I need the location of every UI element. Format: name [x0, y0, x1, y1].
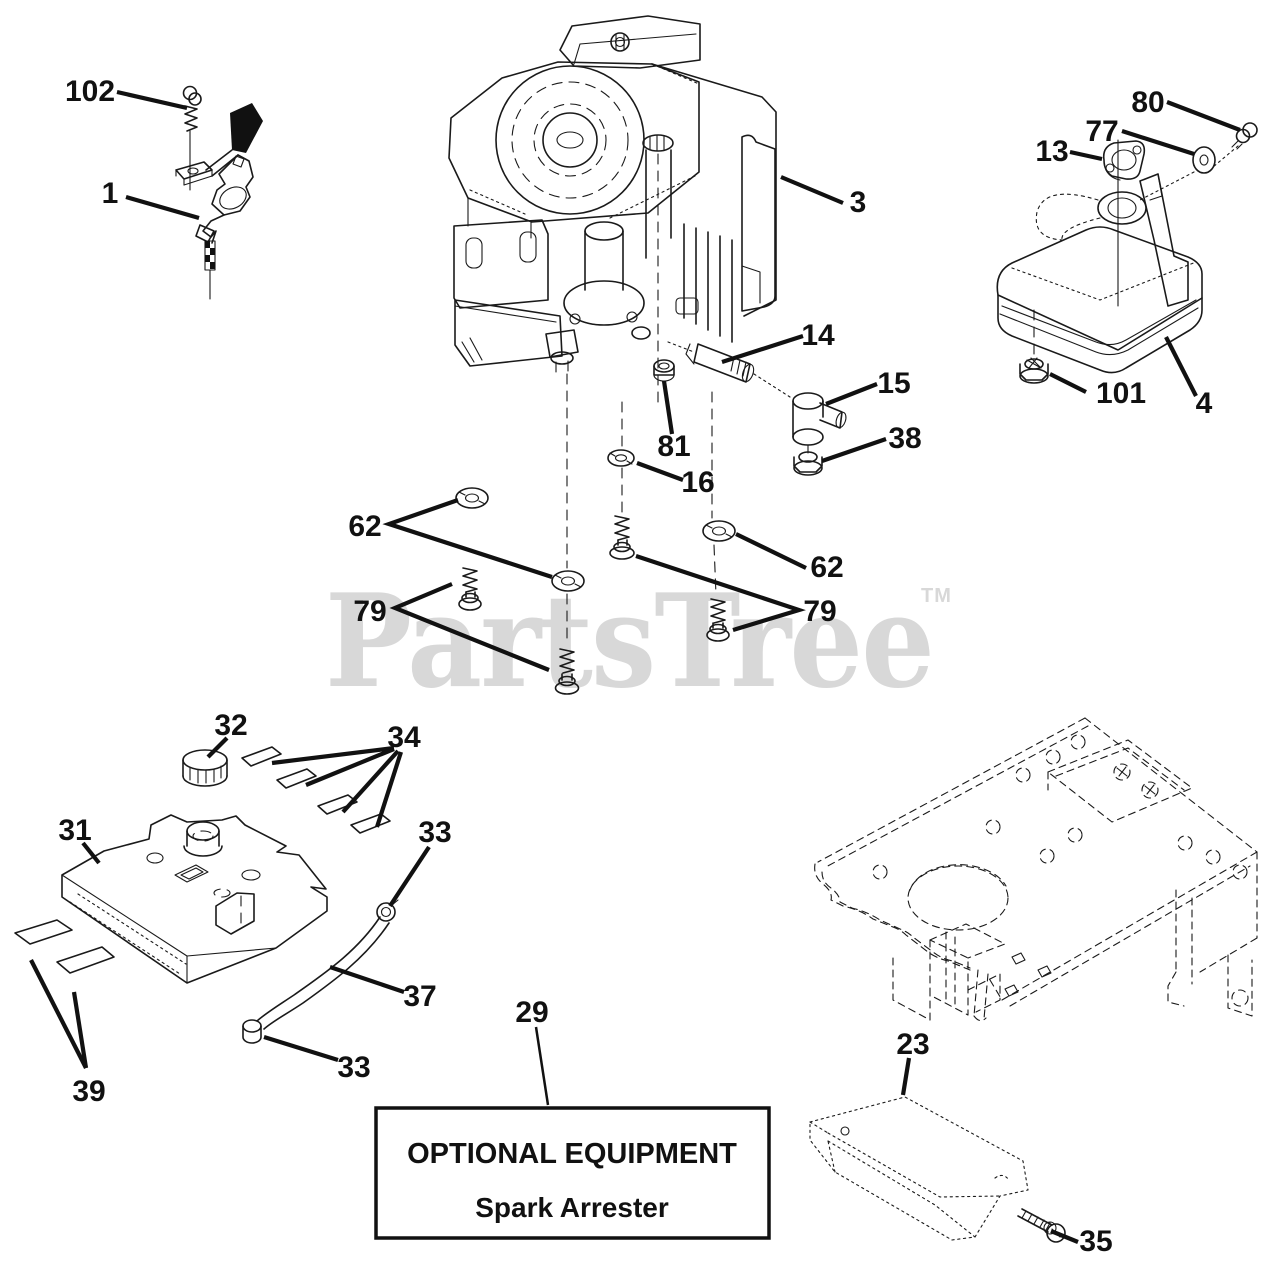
- fuel-tank-assembly: [14, 746, 399, 1044]
- part-label-16-12: 16: [681, 466, 714, 499]
- part-label-39-23: 39: [72, 1075, 105, 1108]
- part-label-3-2: 3: [850, 186, 867, 219]
- part-label-37-21: 37: [403, 980, 436, 1013]
- part-label-15-9: 15: [877, 367, 910, 400]
- part-label-31-19: 31: [58, 814, 91, 847]
- part-label-62-14: 62: [810, 551, 843, 584]
- washer-62-c: [702, 520, 736, 542]
- part-label-23-25: 23: [896, 1028, 929, 1061]
- bolt-79-mid: [609, 515, 635, 560]
- part-label-77-4: 77: [1085, 115, 1118, 148]
- optional-equipment-title: OPTIONAL EQUIPMENT: [407, 1138, 737, 1170]
- bolt-79-right: [706, 598, 730, 642]
- part-label-33-22: 33: [337, 1051, 370, 1084]
- part-label-34-18: 34: [387, 721, 421, 754]
- chassis-screw-holes: [872, 734, 1248, 880]
- part-label-4-7: 4: [1196, 387, 1213, 420]
- bolt-79-long: [554, 648, 580, 695]
- part-label-1-1: 1: [102, 177, 119, 210]
- part-label-33-20: 33: [418, 816, 451, 849]
- part-label-80-3: 80: [1131, 86, 1164, 119]
- optional-equipment-subtitle: Spark Arrester: [475, 1192, 669, 1223]
- part-label-29-24: 29: [515, 996, 548, 1029]
- engine-assembly: [448, 15, 777, 409]
- watermark-tm: TM: [921, 585, 952, 607]
- washer-62-a: [455, 487, 489, 509]
- screw-35: [1017, 1208, 1066, 1243]
- optional-equipment-border: [374, 1106, 771, 1240]
- bolt-79-short: [458, 567, 482, 611]
- part-label-35-26: 35: [1079, 1225, 1112, 1258]
- mounting-hardware: [455, 373, 736, 695]
- part-label-79-15: 79: [353, 595, 386, 628]
- part-label-81-11: 81: [657, 430, 690, 463]
- watermark: PartsTree TM: [325, 567, 952, 717]
- part-label-38-10: 38: [888, 422, 921, 455]
- part-label-102-0: 102: [65, 75, 115, 108]
- fuel-pipe-and-fittings: [607, 341, 847, 476]
- engine-side-plate: [741, 134, 776, 312]
- part-label-14-8: 14: [801, 319, 835, 352]
- muffler-assembly: [996, 122, 1258, 384]
- part-label-101-6: 101: [1096, 377, 1146, 410]
- washer-62-b: [551, 570, 585, 592]
- leader-lines: [29, 89, 1241, 1244]
- part-label-13-5: 13: [1035, 135, 1068, 168]
- part-label-62-13: 62: [348, 510, 381, 543]
- throttle-knob: [230, 103, 263, 153]
- chassis-plate: [814, 717, 1258, 1022]
- spark-arrester: [809, 1096, 1066, 1243]
- part-label-79-16: 79: [803, 595, 836, 628]
- part-label-32-17: 32: [214, 709, 247, 742]
- watermark-text: PartsTree: [325, 567, 933, 717]
- throttle-control-assembly: [175, 85, 263, 300]
- optional-equipment-box: OPTIONAL EQUIPMENT Spark Arrester: [374, 1106, 771, 1240]
